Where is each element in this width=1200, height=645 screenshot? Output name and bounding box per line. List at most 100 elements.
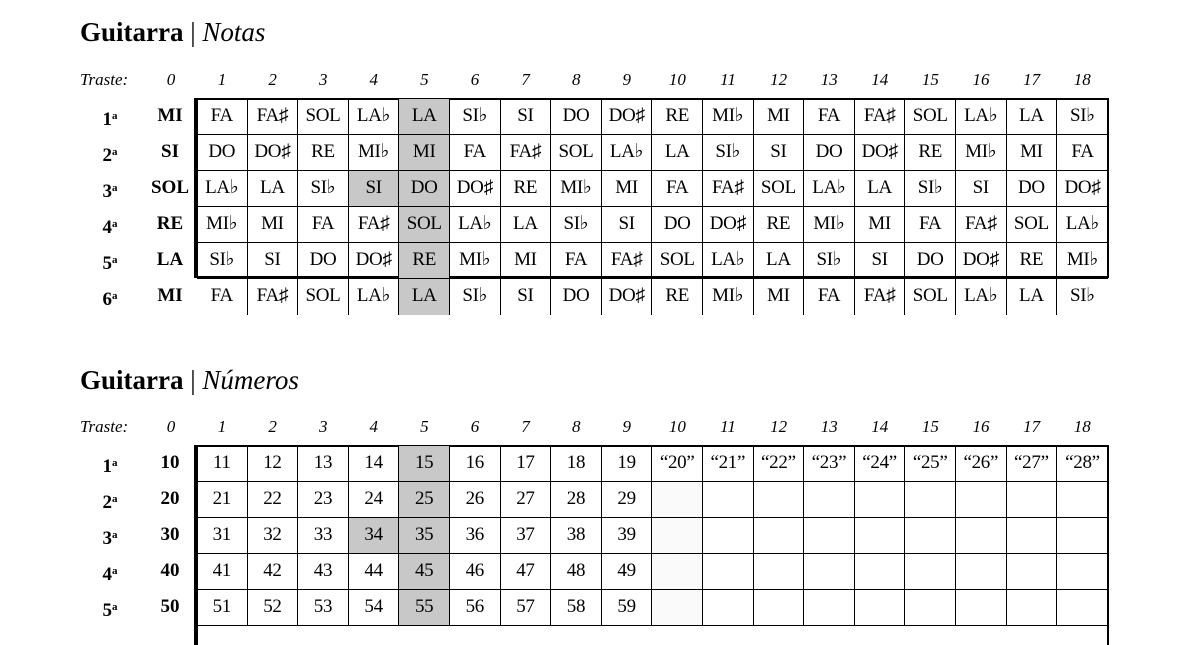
string-number-value: 3 (102, 181, 113, 202)
note-cell: LA (854, 171, 906, 207)
note-cell: DO♯ (703, 207, 754, 243)
note-cell: FA (804, 99, 855, 135)
open-string-value: 50 (160, 596, 180, 617)
number-cell: 12 (247, 446, 299, 482)
string-number-value: 4 (102, 564, 113, 585)
note-cell: MI♭ (804, 207, 855, 243)
note-cell: DO♯ (601, 99, 653, 135)
string-number-value: 2 (102, 145, 113, 166)
note-cell: FA♯ (247, 99, 299, 135)
number-cell: 28 (551, 482, 602, 518)
number-cell (956, 590, 1007, 626)
number-cell (905, 518, 956, 554)
number-cell: 14 (348, 446, 400, 482)
string-number-value: 3 (102, 528, 113, 549)
number-cell: “28” (1057, 446, 1108, 482)
number-cell (1057, 590, 1108, 626)
number-cell (1057, 482, 1108, 518)
note-cell: FA♯ (854, 99, 906, 135)
number-cell: 34 (348, 518, 400, 554)
note-cell: DO (551, 279, 602, 315)
string-ordinal: a (112, 565, 118, 577)
number-cell: 32 (247, 518, 299, 554)
number-cell: “23” (804, 446, 855, 482)
number-cell: 23 (298, 482, 349, 518)
fret-number: 8 (571, 417, 581, 436)
note-cell: RE (905, 135, 956, 171)
note-cell: SI♭ (905, 171, 956, 207)
string-ordinal: a (112, 457, 118, 469)
note-cell: SI♭ (298, 171, 349, 207)
number-cell (652, 482, 703, 518)
fret-number: 14 (871, 70, 889, 89)
fret-number: 5 (420, 417, 429, 436)
string-number-value: 5 (102, 253, 113, 274)
number-cell: 19 (601, 446, 653, 482)
note-cell: LA♭ (1057, 207, 1108, 243)
note-cell: SOL (905, 99, 956, 135)
number-cell: 48 (551, 554, 602, 590)
note-cell: MI♭ (956, 135, 1007, 171)
string-ordinal: a (112, 254, 118, 266)
fret-number: 17 (1023, 417, 1041, 436)
fret-number: 12 (770, 70, 788, 89)
fret-number: 9 (622, 417, 632, 436)
fret-number: 17 (1023, 70, 1041, 89)
note-cell: LA (399, 99, 450, 135)
note-cell: MI♭ (703, 279, 754, 315)
section1-title-main: Guitarra (80, 17, 184, 47)
note-cell: SOL (1006, 207, 1058, 243)
string-number: 6a (80, 278, 140, 314)
number-cell (905, 482, 956, 518)
note-cell: SI♭ (551, 207, 602, 243)
string-number-value: 5 (102, 600, 113, 621)
number-cell: 27 (500, 482, 552, 518)
open-string-value: SOL (150, 177, 190, 198)
number-cell: 43 (298, 554, 349, 590)
number-cell: 11 (197, 446, 248, 482)
number-cell (854, 590, 906, 626)
string-ordinal: a (112, 493, 118, 505)
fret-number: 11 (720, 417, 736, 436)
note-cell: FA (1057, 135, 1108, 171)
note-cell: MI (500, 243, 552, 279)
fret-number: 11 (720, 70, 736, 89)
number-cell: 26 (450, 482, 501, 518)
note-cell: SI (601, 207, 653, 243)
note-cell: DO (652, 207, 703, 243)
string-number-value: 2 (102, 492, 113, 513)
number-cell (1006, 554, 1058, 590)
note-cell: MI (754, 279, 805, 315)
number-cell: 54 (348, 590, 400, 626)
note-cell: FA (197, 99, 248, 135)
note-cell: LA (753, 243, 805, 279)
note-cell: MI (854, 207, 906, 243)
note-cell: DO♯ (1057, 171, 1108, 207)
note-cell: LA (500, 207, 552, 243)
note-cell: SI♭ (804, 243, 855, 279)
fret-number: 16 (972, 417, 990, 436)
number-cell (804, 554, 855, 590)
note-cell: RE (1006, 243, 1058, 279)
number-cell: “26” (956, 446, 1007, 482)
string-ordinal: a (112, 146, 118, 158)
note-cell: LA♭ (956, 99, 1007, 135)
note-cell: RE (399, 243, 450, 279)
note-cell: LA (399, 279, 450, 315)
number-cell: 55 (399, 590, 450, 626)
number-cell (804, 518, 855, 554)
number-cell (1006, 590, 1058, 626)
note-cell: RE (652, 99, 703, 135)
number-cell (703, 482, 754, 518)
number-cell (804, 590, 855, 626)
open-string-value: LA (156, 249, 184, 270)
number-cell: 42 (247, 554, 299, 590)
string-number-value: 1 (102, 456, 113, 477)
note-cell: DO (804, 135, 855, 171)
fret-number: 1 (217, 417, 227, 436)
fret-number: 1 (217, 70, 227, 89)
section2-title-main: Guitarra (80, 365, 184, 395)
